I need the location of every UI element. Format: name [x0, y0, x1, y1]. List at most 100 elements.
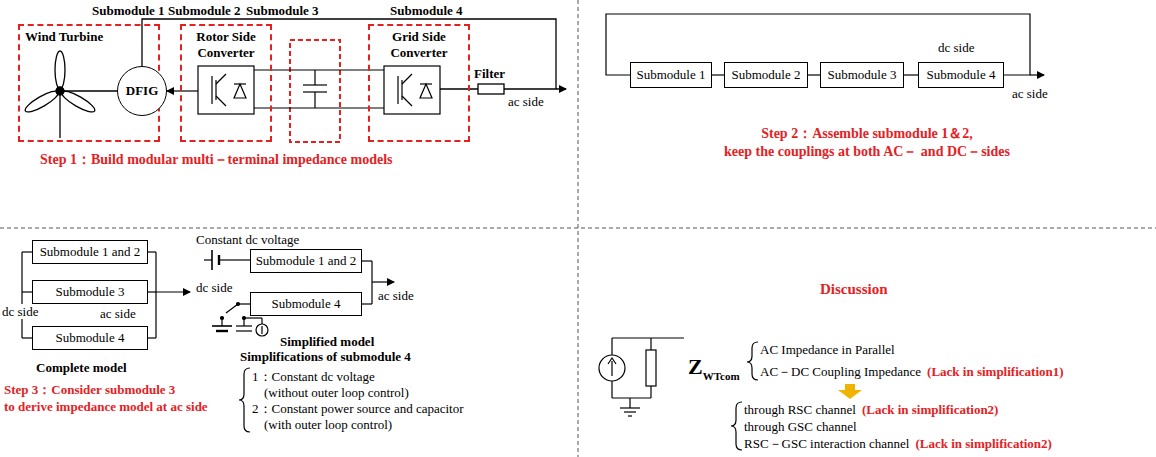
norton-equivalent-part: [650, 338, 651, 350]
norton-equivalent-part: [650, 386, 651, 398]
text-label: dc side: [1, 304, 39, 319]
simplified-circuit-part: [256, 324, 268, 336]
step-note: keep the couplings at both AC－ and DC－si…: [724, 144, 1010, 159]
norton-equivalent: [599, 338, 684, 416]
brace-part: [239, 368, 250, 432]
stator-wire: [142, 19, 556, 89]
converter-symbol-part: [211, 76, 212, 104]
norton-equivalent-part: [624, 411, 636, 412]
filter-inductor-part: [478, 84, 504, 94]
submodule-box: Submodule 3: [32, 280, 148, 304]
text-label: 2：Constant power source and capacitor: [252, 401, 464, 416]
node-text: Submodule 1 and 2: [40, 244, 141, 260]
dc-link-part: [314, 92, 315, 108]
converter-symbol-part: [216, 96, 226, 106]
norton-equivalent-part: [611, 338, 612, 355]
parallel-bus-part: [148, 337, 156, 338]
converter-symbol-part: [420, 83, 432, 84]
step-note: (Lack in simplification1): [927, 364, 1064, 379]
node-text: Submodule 4: [927, 67, 996, 83]
step-note: to derive impedance model at ac side: [4, 399, 208, 414]
norton-equivalent-part: [646, 350, 656, 386]
parallel-bus-part: [22, 251, 32, 252]
converter-symbol-part: [180, 90, 198, 91]
submodule-region: Grid Side Converter: [368, 24, 470, 142]
step-note: Step 3：Consider submodule 3: [4, 382, 175, 397]
simplified-circuit-part: [362, 303, 372, 304]
submodule-box: Submodule 4: [32, 326, 148, 350]
submodule-box: Submodule 2: [724, 62, 808, 88]
converter-symbol-part: [402, 96, 412, 106]
simplified-circuit-part: [372, 281, 394, 282]
text-label: Z: [688, 355, 703, 379]
dc-link-part: [314, 70, 315, 85]
converter-symbol: [180, 66, 440, 114]
stator-wire-part: [142, 19, 556, 89]
text-label: ac side: [1012, 86, 1048, 101]
dc-link: [254, 70, 384, 108]
text-label: through RSC channel: [744, 402, 856, 417]
connector: [712, 74, 724, 75]
dc-link-part: [303, 84, 327, 85]
node-text: DFIG: [126, 83, 159, 99]
text-label: Constant dc voltage: [196, 232, 299, 247]
norton-equivalent-part: [620, 407, 640, 408]
submodule-region: Wind TurbineDFIG: [18, 24, 160, 142]
converter-symbol-part: [198, 66, 254, 114]
simplified-circuit-part: [204, 259, 212, 260]
node-text: Submodule 3: [828, 67, 897, 83]
text-label: Complete model: [36, 360, 127, 375]
ac-output: [1030, 74, 1044, 75]
submodule-box: Submodule 4: [250, 292, 362, 316]
simplified-circuit-part: [216, 330, 228, 332]
converter-symbol-part: [402, 74, 412, 84]
submodule-box: Submodule 3: [820, 62, 904, 88]
text-label: AC－DC Coupling Impedance: [760, 364, 921, 379]
text-label: (without outer loop control): [264, 385, 409, 400]
generator-circle: DFIG: [117, 66, 167, 116]
filter-inductor-part: [504, 88, 566, 89]
parallel-bus-part: [148, 251, 156, 252]
brace-part: [731, 402, 742, 450]
simplified-circuit-part: [219, 259, 250, 260]
text-label: ac side: [378, 288, 414, 303]
text-label: through GSC channel: [744, 419, 857, 434]
connector: [904, 74, 918, 75]
simplified-circuit-part: [244, 317, 262, 318]
norton-equivalent-part: [599, 355, 625, 381]
node-text: Submodule 4: [272, 296, 341, 312]
norton-equivalent-part: [612, 397, 651, 398]
simplified-circuit-part: [243, 318, 244, 326]
text-label: Submodule 1: [92, 3, 165, 18]
text-label: Filter: [474, 66, 505, 81]
text-label: RSC－GSC interaction channel: [744, 436, 909, 451]
filter-inductor: [440, 84, 566, 94]
parallel-bus-part: [155, 252, 156, 338]
text-label: Simplifications of submodule 4: [240, 349, 411, 364]
connector: [808, 74, 820, 75]
converter-symbol-part: [234, 83, 246, 84]
step-note: Discussion: [820, 282, 888, 297]
text-label: ac side: [508, 94, 544, 109]
submodule-box: Submodule 1 and 2: [32, 240, 148, 264]
converter-symbol-part: [397, 76, 398, 104]
simplified-circuit: [204, 250, 394, 336]
text-label: WTcom: [703, 370, 740, 382]
text-label: 1：Constant dc voltage: [252, 369, 375, 384]
simplified-circuit-part: [236, 325, 252, 326]
brace: [239, 342, 758, 450]
converter-symbol-part: [420, 84, 432, 98]
node-text: Grid Side Converter: [375, 29, 463, 61]
step-note: (Lack in simplification2): [862, 402, 999, 417]
norton-equivalent-part: [608, 358, 616, 364]
parallel-bus-part: [148, 291, 156, 292]
wind-turbine-symbol-part: [59, 88, 97, 116]
norton-equivalent-part: [611, 381, 612, 398]
text-label: Submodule 2: [168, 3, 241, 18]
simplified-circuit-part: [362, 260, 372, 261]
simplified-circuit-part: [221, 318, 222, 326]
down-arrow: [838, 384, 862, 399]
wind-turbine-symbol-part: [59, 95, 60, 138]
